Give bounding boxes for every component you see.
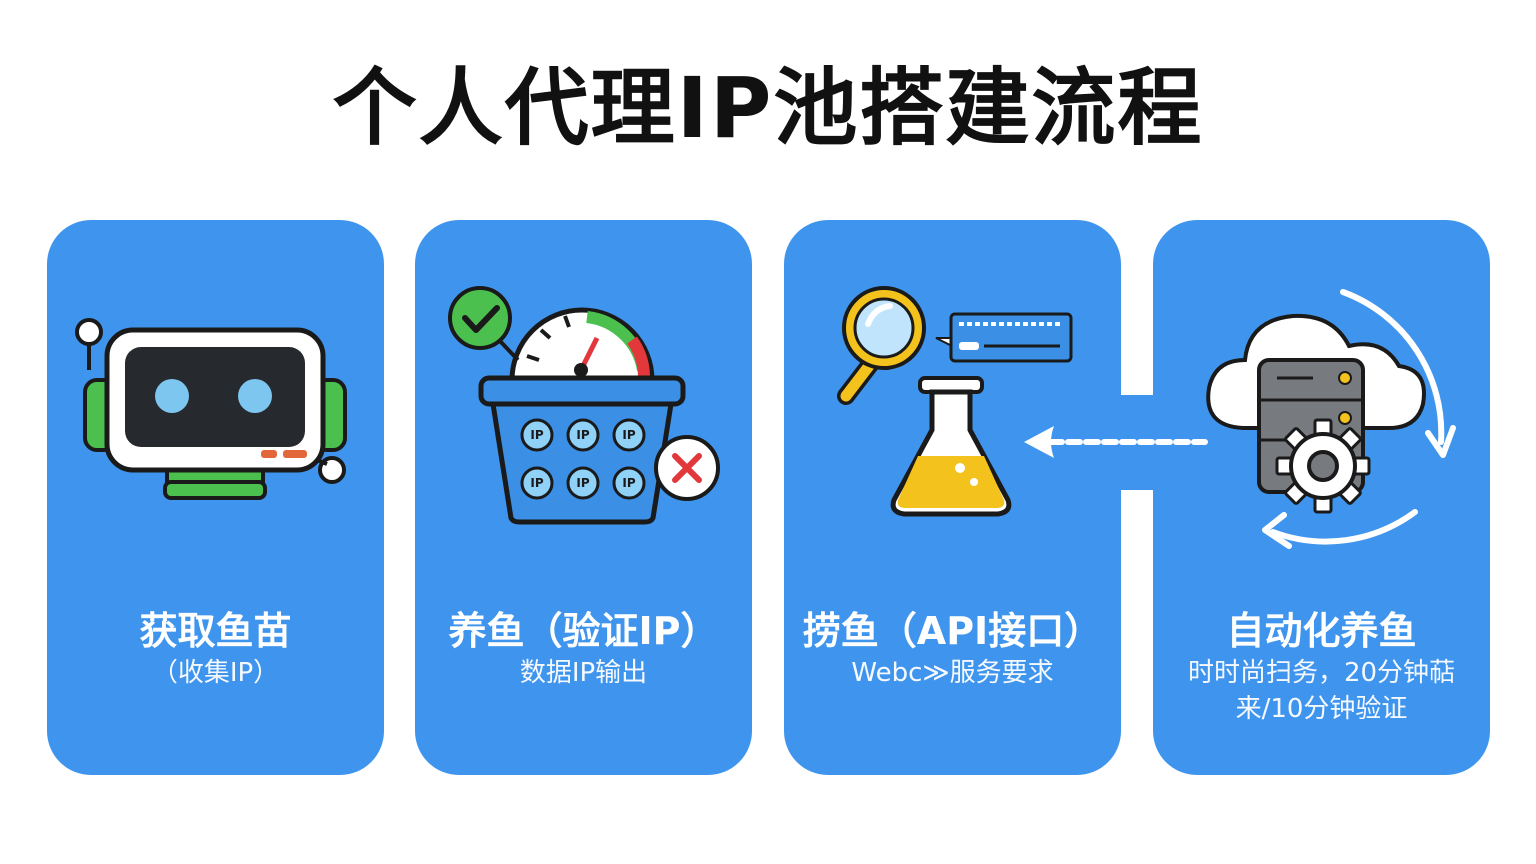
page-title: 个人代理IP池搭建流程 — [332, 59, 1204, 157]
step-card-fetch: 捞鱼（API接口） Webc≫服务要求 — [784, 220, 1121, 775]
step-subtitle: 时时尚扫务，20分钟萜 来/10分钟验证 — [1187, 658, 1456, 724]
ip-token-label: IP — [530, 428, 543, 442]
step-title: 获取鱼苗 — [139, 609, 292, 653]
step-subtitle: 数据IP输出 — [519, 658, 648, 688]
step-card-collect: 获取鱼苗 （收集IP） — [47, 220, 384, 775]
ip-token-label: IP — [622, 428, 635, 442]
ip-token-label: IP — [622, 476, 635, 490]
step-card-verify: IP IP IP IP IP IP 养鱼（验证IP） 数据IP输出 — [415, 220, 752, 775]
step-subtitle: （收集IP） — [151, 658, 280, 688]
ip-token-grid — [520, 418, 646, 500]
magnifier-flask-icon — [837, 286, 1073, 517]
ip-token-label: IP — [530, 476, 543, 490]
step-title: 自动化养鱼 — [1226, 609, 1417, 653]
basket-gauge-icon: IP IP IP IP IP IP — [448, 286, 720, 525]
cloud-server-gear-icon — [1206, 289, 1456, 549]
flow-arrow — [1024, 426, 1208, 458]
step-title: 养鱼（验证IP） — [448, 609, 719, 653]
ip-token-label: IP — [576, 476, 589, 490]
ip-token-label: IP — [576, 428, 589, 442]
step-card-automate: 自动化养鱼 时时尚扫务，20分钟萜 来/10分钟验证 — [1153, 220, 1490, 775]
step-title: 捞鱼（API接口） — [802, 609, 1103, 653]
robot-monitor-icon — [75, 318, 347, 500]
step-subtitle: Webc≫服务要求 — [851, 658, 1054, 688]
